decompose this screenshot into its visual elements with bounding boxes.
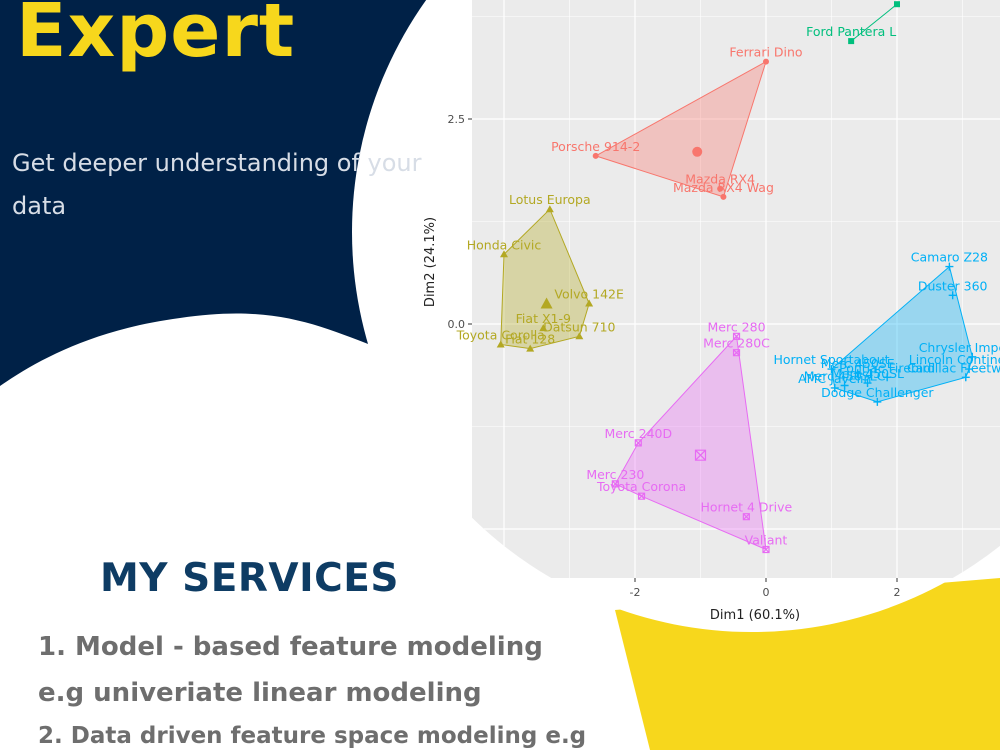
point-label: Fiat X1-9 <box>516 311 571 326</box>
point-label: Merc 230 <box>586 467 644 482</box>
data-point <box>894 1 900 8</box>
data-point <box>965 365 974 374</box>
point-label: Hornet 4 Drive <box>700 500 792 515</box>
data-point <box>827 365 836 374</box>
services-title: MY SERVICES <box>100 556 399 601</box>
headline: Expert <box>16 0 296 74</box>
data-point <box>883 373 892 382</box>
point-label: Merc 280C <box>703 336 770 351</box>
data-point <box>732 349 741 357</box>
tagline: Get deeper understanding of your data <box>12 149 422 220</box>
data-point <box>496 340 505 348</box>
data-point <box>948 291 957 300</box>
data-point <box>742 513 750 521</box>
data-point <box>526 344 535 352</box>
data-point <box>732 332 741 340</box>
data-point <box>717 185 724 192</box>
point-label: Porsche 914-2 <box>551 139 640 154</box>
point-label: Lincoln Continental <box>909 352 1000 367</box>
point-label: Volvo 142E <box>554 287 624 302</box>
point-label: Mazda RX4 Wag <box>673 180 774 195</box>
cluster-centroid <box>540 297 553 309</box>
point-label: Toyota Corona <box>596 479 686 494</box>
point-label: Pontiac Firebird <box>839 360 935 375</box>
data-point <box>762 545 770 554</box>
plot-panel <box>472 0 1000 578</box>
data-point <box>637 492 646 500</box>
point-label: AMC Javelin <box>798 371 871 386</box>
point-label: Merc 450SE <box>821 356 895 371</box>
data-point <box>848 38 855 45</box>
cluster-centroid <box>694 449 707 461</box>
data-point <box>539 324 548 332</box>
data-point <box>592 152 599 159</box>
data-point <box>840 381 849 390</box>
data-point <box>961 373 970 382</box>
data-point <box>830 383 839 392</box>
data-point <box>853 369 862 378</box>
data-point <box>863 379 872 388</box>
point-label: Mazda RX4 <box>685 172 755 187</box>
point-label: Ford Pantera L <box>806 24 896 39</box>
point-label: Fiat 128 <box>505 332 555 347</box>
point-label: Merc 240D <box>604 426 672 441</box>
data-point <box>945 262 954 271</box>
point-label: Datsun 710 <box>543 319 615 334</box>
y-tick-label: 2.5 <box>448 113 466 126</box>
x-tick-label: 0 <box>763 586 770 599</box>
cluster-hull <box>594 60 767 198</box>
point-label: Toyota Corolla <box>456 328 545 343</box>
point-label: Dodge Challenger <box>821 385 934 400</box>
point-label: Valiant <box>745 533 788 548</box>
data-point <box>575 332 584 340</box>
y-axis-label: Dim2 (24.1%) <box>423 217 438 307</box>
y-tick-label: 0.0 <box>448 318 466 331</box>
data-point <box>611 480 619 488</box>
point-label: Merc 450SLC <box>804 369 886 384</box>
point-label: Lotus Europa <box>509 192 591 207</box>
cluster-centroid <box>692 146 703 157</box>
data-point <box>763 58 769 65</box>
cluster-hull <box>830 265 973 403</box>
data-point <box>634 439 642 447</box>
cluster-hull <box>850 3 898 42</box>
data-point <box>585 299 594 307</box>
data-point <box>545 205 554 213</box>
point-label: Chrysler Imperial <box>919 340 1000 355</box>
data-point <box>873 397 882 406</box>
point-label: Maserati Bora <box>854 0 941 2</box>
data-point <box>968 352 977 361</box>
x-tick-label: 2 <box>894 586 901 599</box>
data-point <box>720 193 727 200</box>
x-axis-label: Dim1 (60.1%) <box>710 608 800 623</box>
point-label: Camaro Z28 <box>911 250 988 265</box>
x-tick-label: -2 <box>630 586 641 599</box>
point-label: Merc 280 <box>708 319 766 334</box>
point-label: Cadillac Fleetwood <box>907 360 1000 375</box>
point-label: Ferrari Dino <box>729 45 802 60</box>
cluster-hull <box>614 335 767 551</box>
point-label: Duster 360 <box>918 278 988 293</box>
point-label: Hornet Sportabout <box>773 352 889 367</box>
service-item-2: 2. Data driven feature space modeling e.… <box>38 723 587 749</box>
data-point <box>500 250 508 258</box>
point-label: Honda Civic <box>467 237 542 252</box>
